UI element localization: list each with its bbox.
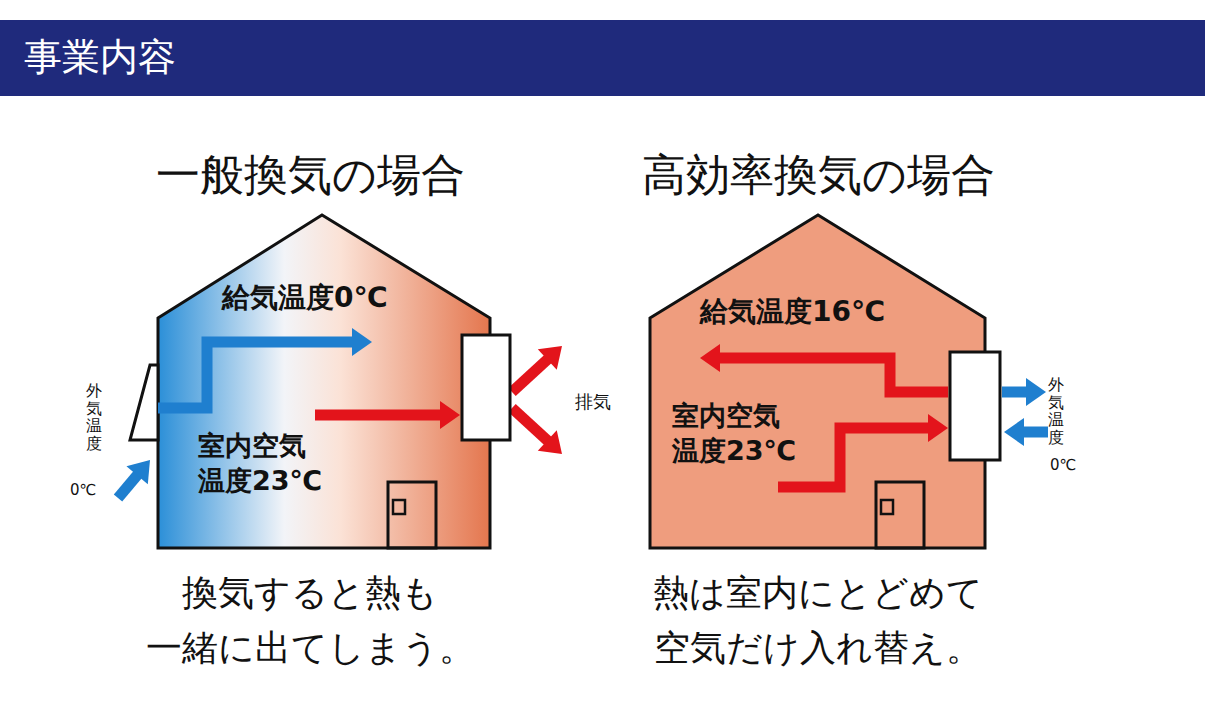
ventilation-unit [950,352,1000,460]
house-heading: 高効率換気の場合 [598,150,1038,201]
arrow-head [1026,378,1046,406]
outdoor-temperature: 外気温度 [86,382,102,452]
house-outline [650,215,985,548]
arrow-head [1004,418,1024,446]
flow-arrow [512,408,549,442]
arrow-head [352,328,372,356]
flow-arrow [158,342,354,408]
flow-arrow [315,410,442,421]
house: 一般換気の場合給気温度0℃ 室内空気 温度23℃ [90,140,530,560]
flow-arrow [1022,427,1048,438]
caption: 換気すると熱も 一緒に出てしまう。 [120,566,500,675]
arrow-head [440,401,460,429]
room-temperature: 室内空気 温度23℃ [672,398,842,468]
flow-arrow [778,428,930,487]
outdoor-value: 0℃ [1050,456,1076,474]
supply-temperature: 給気温度0℃ [222,282,387,314]
house-illustration [90,140,530,560]
title-bar: 事業内容 [0,20,1205,96]
door-window [881,500,893,514]
arrow-head [538,430,562,454]
door [388,482,436,548]
outdoor-temperature: 外気温度 [1048,376,1064,446]
flow-arrow [118,474,138,498]
arrow-head [928,414,948,442]
flow-arrow [718,358,948,392]
room-temperature: 室内空気 温度23℃ [198,428,368,498]
door [876,482,924,548]
door-window [393,500,405,514]
exhaust-label: 排気 [575,391,611,413]
page-title: 事業内容 [24,34,176,80]
arrow-head [126,460,150,484]
supply-temperature: 給気温度16℃ [700,296,885,328]
flow-arrow [1002,387,1028,398]
intake-vent [130,365,158,440]
arrow-head [538,346,562,370]
house-outline [158,215,490,548]
house-heading: 一般換気の場合 [90,150,530,201]
ventilation-unit [462,335,510,440]
arrow-head [700,344,720,372]
house: 高効率換気の場合給気温度16℃ 室内空気 温度23℃ [598,140,1038,560]
flow-arrow [512,358,549,392]
outdoor-value: 0℃ [70,481,96,499]
caption: 熱は室内にとどめて 空気だけ入れ替え。 [618,566,1018,675]
house-illustration [598,140,1038,560]
